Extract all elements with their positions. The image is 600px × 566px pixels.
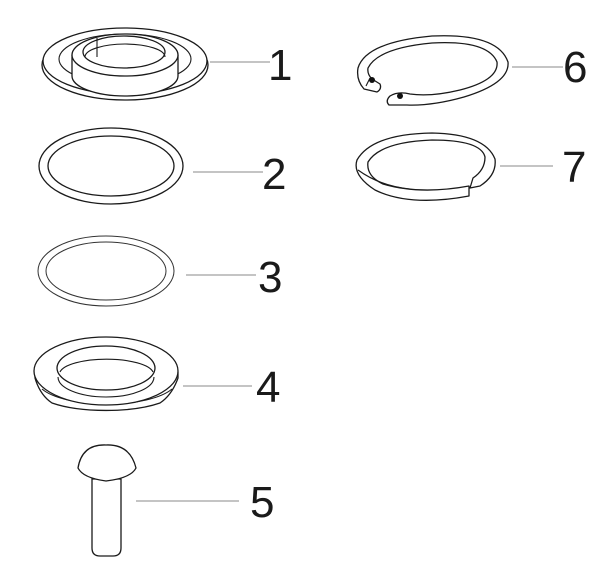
part-4-tapered-seal (33, 336, 179, 412)
lug-hole-icon (369, 77, 375, 83)
part-1-flanged-bushing (41, 27, 209, 101)
part-5-rivet (77, 444, 137, 557)
callout-3: 3 (258, 253, 282, 302)
callout-5: 5 (250, 478, 274, 527)
callout-2: 2 (262, 150, 286, 199)
callout-6: 6 (563, 43, 587, 92)
callout-7: 7 (562, 143, 586, 192)
part-6-circlip (356, 35, 509, 106)
part-3-o-ring-thin (37, 235, 175, 307)
part-7-snap-ring (355, 132, 496, 201)
part-2-o-ring-thick (38, 127, 184, 205)
lug-hole-icon (397, 93, 403, 99)
callout-4: 4 (256, 363, 280, 412)
callout-1: 1 (268, 41, 292, 90)
